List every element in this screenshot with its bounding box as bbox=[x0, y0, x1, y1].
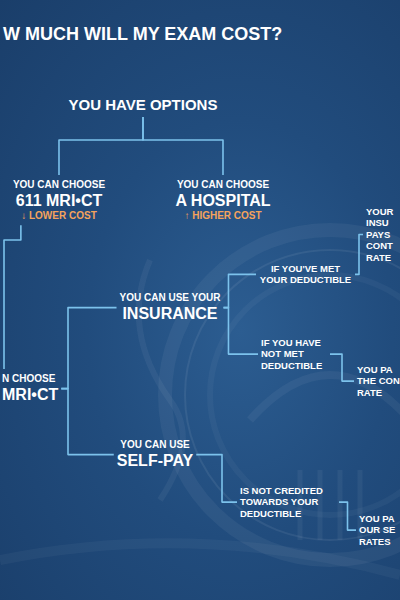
connector bbox=[61, 308, 116, 389]
flow-node: YOU CAN CHOOSEA HOSPITAL↑ HIGHER COST bbox=[175, 179, 270, 222]
node-text: YOU CAN CHOOSE bbox=[175, 179, 270, 191]
connector bbox=[59, 117, 143, 175]
connector bbox=[4, 225, 21, 369]
node-text: YOU CAN CHOOSE bbox=[13, 179, 105, 191]
seal-ring bbox=[165, 230, 400, 560]
connector bbox=[143, 117, 223, 175]
node-text: MRI•CT bbox=[2, 385, 58, 404]
node-text: YOU CAN USE bbox=[117, 439, 193, 451]
flow-node: YOU PA THE CON RATE bbox=[357, 364, 400, 398]
node-text: A HOSPITAL bbox=[175, 191, 270, 210]
flow-node: YOU CAN USE YOURINSURANCE bbox=[120, 292, 221, 323]
node-text: ↑ HIGHER COST bbox=[175, 210, 270, 222]
connector bbox=[339, 502, 356, 530]
node-text: N CHOOSE bbox=[2, 373, 58, 385]
seal-ring bbox=[210, 275, 400, 515]
flow-node: IF YOU HAVE NOT MET DEDUCTIBLE bbox=[261, 337, 327, 371]
bill-scroll bbox=[0, 543, 400, 575]
connector bbox=[61, 389, 114, 455]
node-text: YOU PA OUR SE RATES bbox=[359, 513, 400, 547]
node-text: YOU PA THE CON RATE bbox=[357, 364, 400, 398]
flow-node: N CHOOSEMRI•CT bbox=[2, 373, 58, 404]
flow-node: IS NOT CREDITED TOWARDS YOUR DEDUCTIBLE bbox=[240, 485, 336, 519]
connector bbox=[330, 354, 354, 381]
node-text: IS NOT CREDITED TOWARDS YOUR DEDUCTIBLE bbox=[240, 485, 336, 519]
diagram-title: W MUCH WILL MY EXAM COST? bbox=[3, 24, 282, 46]
flow-node: IF YOU'VE MET YOUR DEDUCTIBLE bbox=[259, 263, 352, 286]
node-text: YOUR INSU PAYS CONT RATE bbox=[366, 206, 397, 263]
flow-node: YOU HAVE OPTIONS bbox=[69, 96, 218, 114]
connector bbox=[223, 308, 258, 354]
node-text: IF YOU HAVE NOT MET DEDUCTIBLE bbox=[261, 337, 327, 371]
flow-node: YOU CAN USESELF-PAY bbox=[117, 439, 193, 470]
flow-node: YOU CAN CHOOSE611 MRI•CT↓ LOWER COST bbox=[13, 179, 105, 222]
node-text: INSURANCE bbox=[120, 304, 221, 323]
connector bbox=[223, 274, 256, 307]
node-text: YOU HAVE OPTIONS bbox=[69, 96, 218, 114]
node-text: 611 MRI•CT bbox=[13, 191, 105, 210]
connector bbox=[196, 455, 237, 502]
connector bbox=[355, 234, 363, 274]
node-text: ↓ LOWER COST bbox=[13, 210, 105, 222]
node-text: YOU CAN USE YOUR bbox=[120, 292, 221, 304]
flow-node: YOUR INSU PAYS CONT RATE bbox=[366, 206, 397, 263]
flow-node: YOU PA OUR SE RATES bbox=[359, 513, 400, 547]
node-text: SELF-PAY bbox=[117, 451, 193, 470]
node-text: IF YOU'VE MET YOUR DEDUCTIBLE bbox=[259, 263, 352, 286]
seal-ornament bbox=[0, 230, 400, 575]
